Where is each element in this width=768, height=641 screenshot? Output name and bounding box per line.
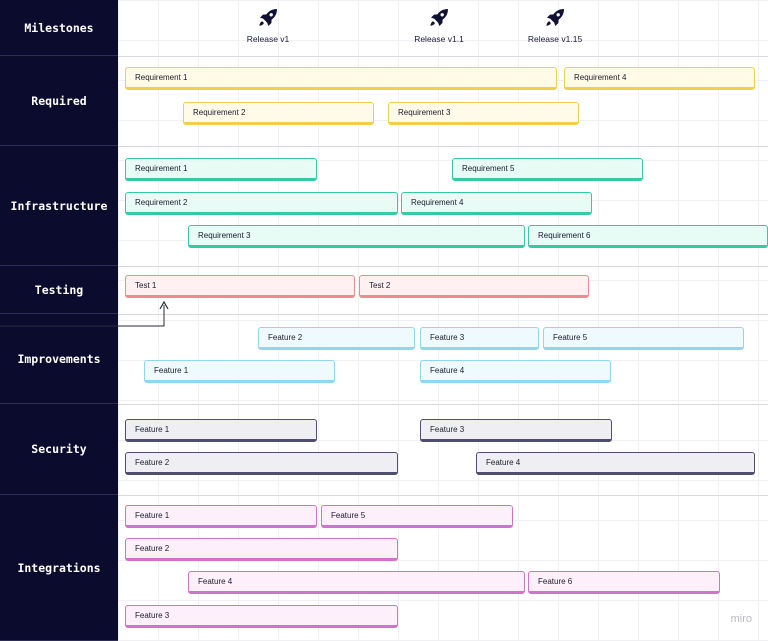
required-card[interactable]: Requirement 3 — [388, 102, 579, 125]
row-divider — [118, 404, 768, 405]
lane-label: Milestones — [24, 20, 94, 35]
improvements-card[interactable]: Feature 5 — [543, 327, 744, 350]
infrastructure-card[interactable]: Requirement 4 — [401, 192, 592, 215]
lane-label: Security — [31, 442, 87, 456]
lane-label: Improvements — [17, 351, 101, 366]
lane-label: Testing — [34, 282, 84, 297]
security-card[interactable]: Feature 4 — [476, 452, 755, 475]
lane-label: Integrations — [17, 560, 101, 575]
lane-required: Required — [0, 56, 118, 146]
security-card[interactable]: Feature 3 — [420, 419, 612, 442]
testing-card[interactable]: Test 1 — [125, 275, 355, 298]
integrations-card[interactable]: Feature 3 — [125, 605, 398, 628]
lane-testing: Testing — [0, 266, 118, 314]
milestone-release-v1[interactable]: Release v1 — [228, 6, 308, 44]
lane-label: Infrastructure — [10, 198, 108, 213]
rocket-icon — [259, 9, 277, 26]
required-card[interactable]: Requirement 4 — [564, 67, 755, 90]
rocket-icon — [546, 9, 564, 26]
row-divider — [118, 56, 768, 57]
lane-milestones: Milestones — [0, 0, 118, 56]
row-divider — [118, 146, 768, 147]
miro-watermark: miro — [730, 613, 752, 625]
improvements-card[interactable]: Feature 2 — [258, 327, 415, 350]
lane-infrastructure: Infrastructure — [0, 146, 118, 266]
infrastructure-card[interactable]: Requirement 2 — [125, 192, 398, 215]
integrations-card[interactable]: Feature 4 — [188, 571, 525, 594]
security-card[interactable]: Feature 2 — [125, 452, 398, 475]
milestone-release-v1-15[interactable]: Release v1.15 — [515, 6, 595, 44]
lane-improvements: Improvements — [0, 314, 118, 404]
row-divider — [118, 314, 768, 315]
milestone-release-v1-1[interactable]: Release v1.1 — [399, 6, 479, 44]
improvements-card[interactable]: Feature 4 — [420, 360, 611, 383]
testing-card[interactable]: Test 2 — [359, 275, 589, 298]
rocket-icon — [430, 9, 448, 26]
required-card[interactable]: Requirement 2 — [183, 102, 374, 125]
infrastructure-card[interactable]: Requirement 3 — [188, 225, 525, 248]
milestone-label: Release v1 — [246, 34, 290, 44]
improvements-card[interactable]: Feature 1 — [144, 360, 335, 383]
integrations-card[interactable]: Feature 6 — [528, 571, 720, 594]
required-card[interactable]: Requirement 1 — [125, 67, 557, 90]
row-divider — [118, 266, 768, 267]
security-card[interactable]: Feature 1 — [125, 419, 317, 442]
lane-security: Security — [0, 404, 118, 495]
infrastructure-card[interactable]: Requirement 5 — [452, 158, 643, 181]
lane-label: Required — [31, 93, 87, 108]
milestone-label: Release v1.1 — [414, 34, 464, 44]
milestone-label: Release v1.15 — [527, 34, 583, 44]
integrations-card[interactable]: Feature 2 — [125, 538, 398, 561]
infrastructure-card[interactable]: Requirement 1 — [125, 158, 317, 181]
integrations-card[interactable]: Feature 1 — [125, 505, 317, 528]
lane-integrations: Integrations — [0, 495, 118, 641]
integrations-card[interactable]: Feature 5 — [321, 505, 513, 528]
infrastructure-card[interactable]: Requirement 6 — [528, 225, 768, 248]
improvements-card[interactable]: Feature 3 — [420, 327, 539, 350]
row-divider — [118, 495, 768, 496]
